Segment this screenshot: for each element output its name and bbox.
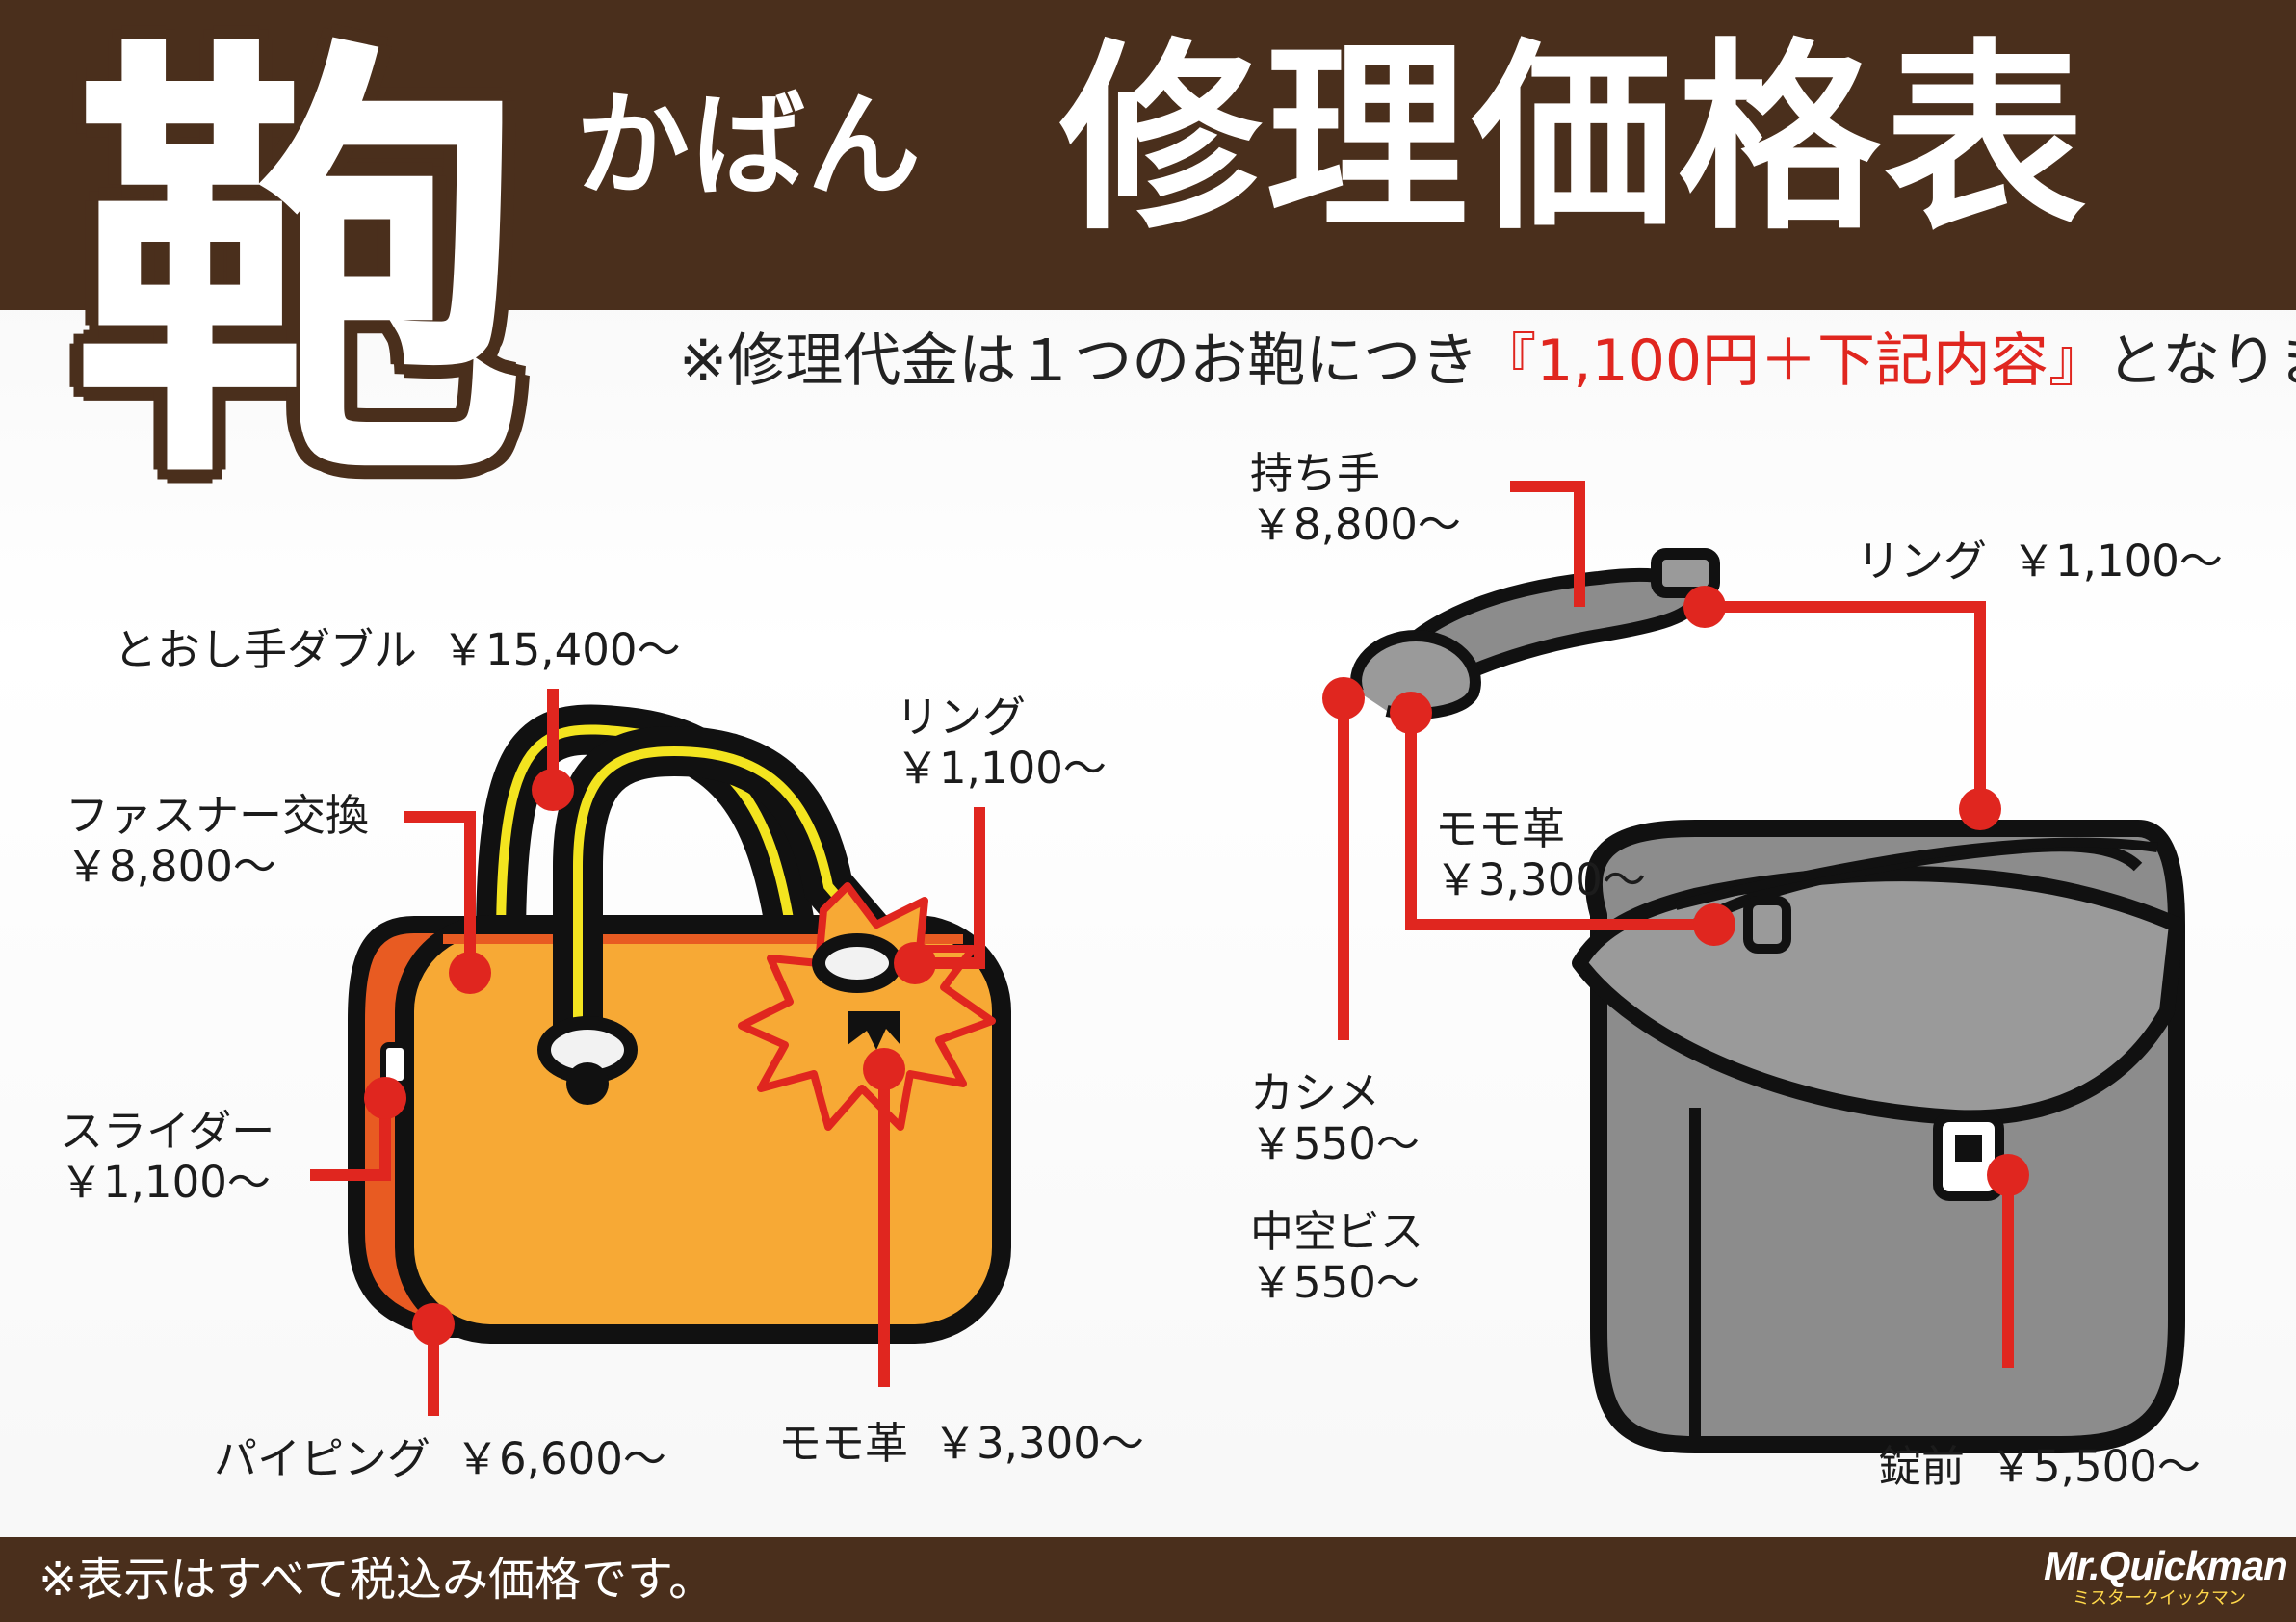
brand-kana: ミスタークイックマン xyxy=(2073,1588,2246,1609)
kaban-heading: かばん xyxy=(576,79,924,212)
briefcase-illustration xyxy=(1350,548,2185,1453)
label-briefcase-kashime: カシメ￥550～ xyxy=(1250,1067,1420,1170)
handbag-illustration xyxy=(348,704,1011,1344)
handbag-ring-right xyxy=(812,933,902,993)
label-briefcase-ring: リング￥1,100～ xyxy=(1857,536,2223,587)
header-band xyxy=(0,0,2296,310)
footer-band xyxy=(0,1537,2296,1622)
note-suffix: となります。 xyxy=(2106,327,2296,395)
label-briefcase-hollow-screw: 中空ビス￥550～ xyxy=(1250,1206,1424,1309)
label-handbag-momo: モモ革￥3,300～ xyxy=(778,1418,1144,1469)
note-prefix: ※修理代金は１つのお鞄につき xyxy=(679,327,1479,395)
repair-fee-note: ※修理代金は１つのお鞄につき『1,100円＋下記内容』となります。 xyxy=(679,332,2296,390)
label-handbag-piping: パイピング￥6,600～ xyxy=(214,1433,666,1484)
briefcase-leader-lines xyxy=(1338,481,2014,1368)
briefcase-leader-dots xyxy=(1322,586,2029,1196)
tax-included-note: ※表示はすべて税込み価格です。 xyxy=(39,1553,716,1607)
briefcase-handle-hook xyxy=(1350,629,1481,719)
bag-kanji-logo: 鞄 xyxy=(72,6,525,533)
note-highlight: 『1,100円＋下記内容』 xyxy=(1478,327,2107,395)
label-handbag-zipper: ファスナー交換￥8,800～ xyxy=(65,790,370,893)
label-handbag-ring: リング￥1,100～ xyxy=(896,692,1107,795)
label-handbag-handle-double: とおし手ダブル￥15,400～ xyxy=(114,624,681,675)
label-handbag-slider: スライダー￥1,100～ xyxy=(60,1106,275,1209)
label-briefcase-momo: モモ革￥3,300～ xyxy=(1435,803,1646,906)
page-title: 修理価格表 xyxy=(1059,21,2091,257)
brand-logo: Mr.Quickman ミスタークイックマン xyxy=(2044,1543,2288,1609)
brand-name: Mr.Quickman xyxy=(2044,1543,2288,1588)
handbag-leader-dots xyxy=(364,769,936,1346)
label-briefcase-lock: 錠前￥5,500～ xyxy=(1878,1441,2201,1492)
label-briefcase-handle: 持ち手￥8,800～ xyxy=(1250,448,1461,551)
